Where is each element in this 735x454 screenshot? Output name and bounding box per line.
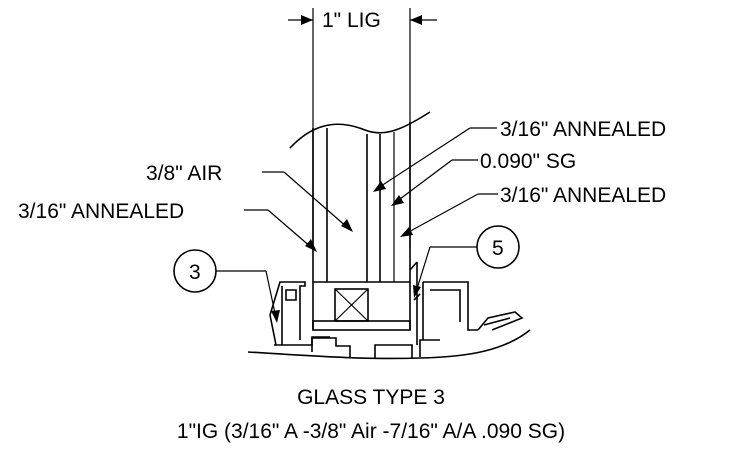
glass-unit: [289, 111, 431, 330]
bubble-5: 5: [413, 225, 520, 298]
sill-base: [247, 329, 531, 360]
leader-air: 3/8" AIR: [146, 162, 353, 232]
callout-sg: 0.090" SG: [480, 150, 576, 173]
caption-title: GLASS TYPE 3: [297, 386, 445, 409]
leader-annealed-top: 3/16" ANNEALED: [373, 118, 666, 192]
leader-sg: 0.090" SG: [391, 150, 576, 206]
leader-annealed-left: 3/16" ANNEALED: [18, 200, 317, 252]
callout-annealed-top: 3/16" ANNEALED: [500, 118, 666, 141]
spacer-block: [312, 281, 411, 331]
callout-annealed-left: 3/16" ANNEALED: [18, 200, 184, 223]
dimension-label: 1" LIG: [322, 9, 381, 32]
caption-subtitle: 1"IG (3/16" A -3/8" Air -7/16" A/A .090 …: [177, 420, 565, 443]
bubble-5-label: 5: [492, 237, 504, 260]
bubble-3: 3: [173, 249, 280, 323]
dimension-1in-lig: 1" LIG: [288, 8, 437, 248]
callout-annealed-right: 3/16" ANNEALED: [500, 184, 666, 207]
callout-air: 3/8" AIR: [146, 162, 222, 185]
right-frame-profile: [409, 261, 524, 345]
leader-annealed-right: 3/16" ANNEALED: [400, 184, 666, 237]
bubble-3-label: 3: [189, 261, 201, 284]
